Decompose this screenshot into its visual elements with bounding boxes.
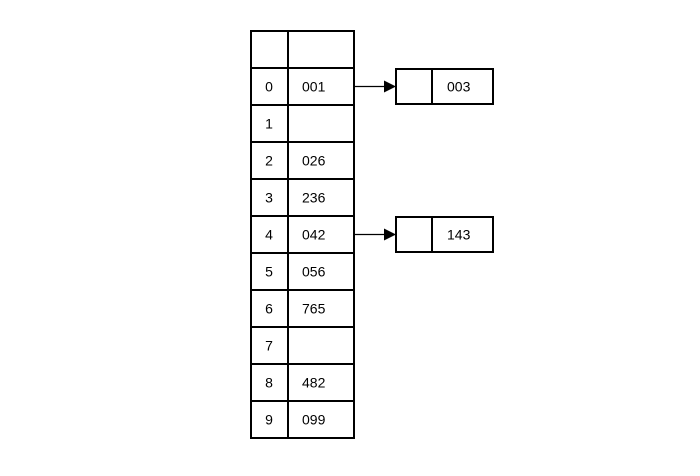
chain-node-value-0: 003: [447, 79, 471, 95]
bucket-index-7: 7: [265, 338, 273, 354]
pointer-arrow-head: [384, 228, 396, 241]
chain-node-value-1: 143: [447, 227, 471, 243]
bucket-index-4: 4: [265, 227, 273, 243]
bucket-value-3: 236: [302, 190, 326, 206]
bucket-value-8: 482: [302, 375, 326, 391]
bucket-index-3: 3: [265, 190, 273, 206]
bucket-index-8: 8: [265, 375, 273, 391]
overflow-chains: 003 143: [354, 68, 494, 253]
bucket-value-4: 042: [302, 227, 326, 243]
hash-table: 0 001 1 2 026 3 236 4 042 5 056 6 765 7 8 482 9 099: [250, 30, 355, 439]
pointer-arrow-head: [384, 80, 396, 93]
bucket-index-5: 5: [265, 264, 273, 280]
bucket-value-9: 099: [302, 412, 326, 428]
bucket-value-2: 026: [302, 153, 326, 169]
bucket-index-2: 2: [265, 153, 273, 169]
bucket-index-6: 6: [265, 301, 273, 317]
chain-node-1: [395, 216, 494, 253]
bucket-index-1: 1: [265, 116, 273, 132]
bucket-value-5: 056: [302, 264, 326, 280]
bucket-index-0: 0: [265, 79, 273, 95]
chain-node-0: [395, 68, 494, 105]
bucket-value-0: 001: [302, 79, 326, 95]
bucket-value-6: 765: [302, 301, 326, 317]
bucket-index-9: 9: [265, 412, 273, 428]
